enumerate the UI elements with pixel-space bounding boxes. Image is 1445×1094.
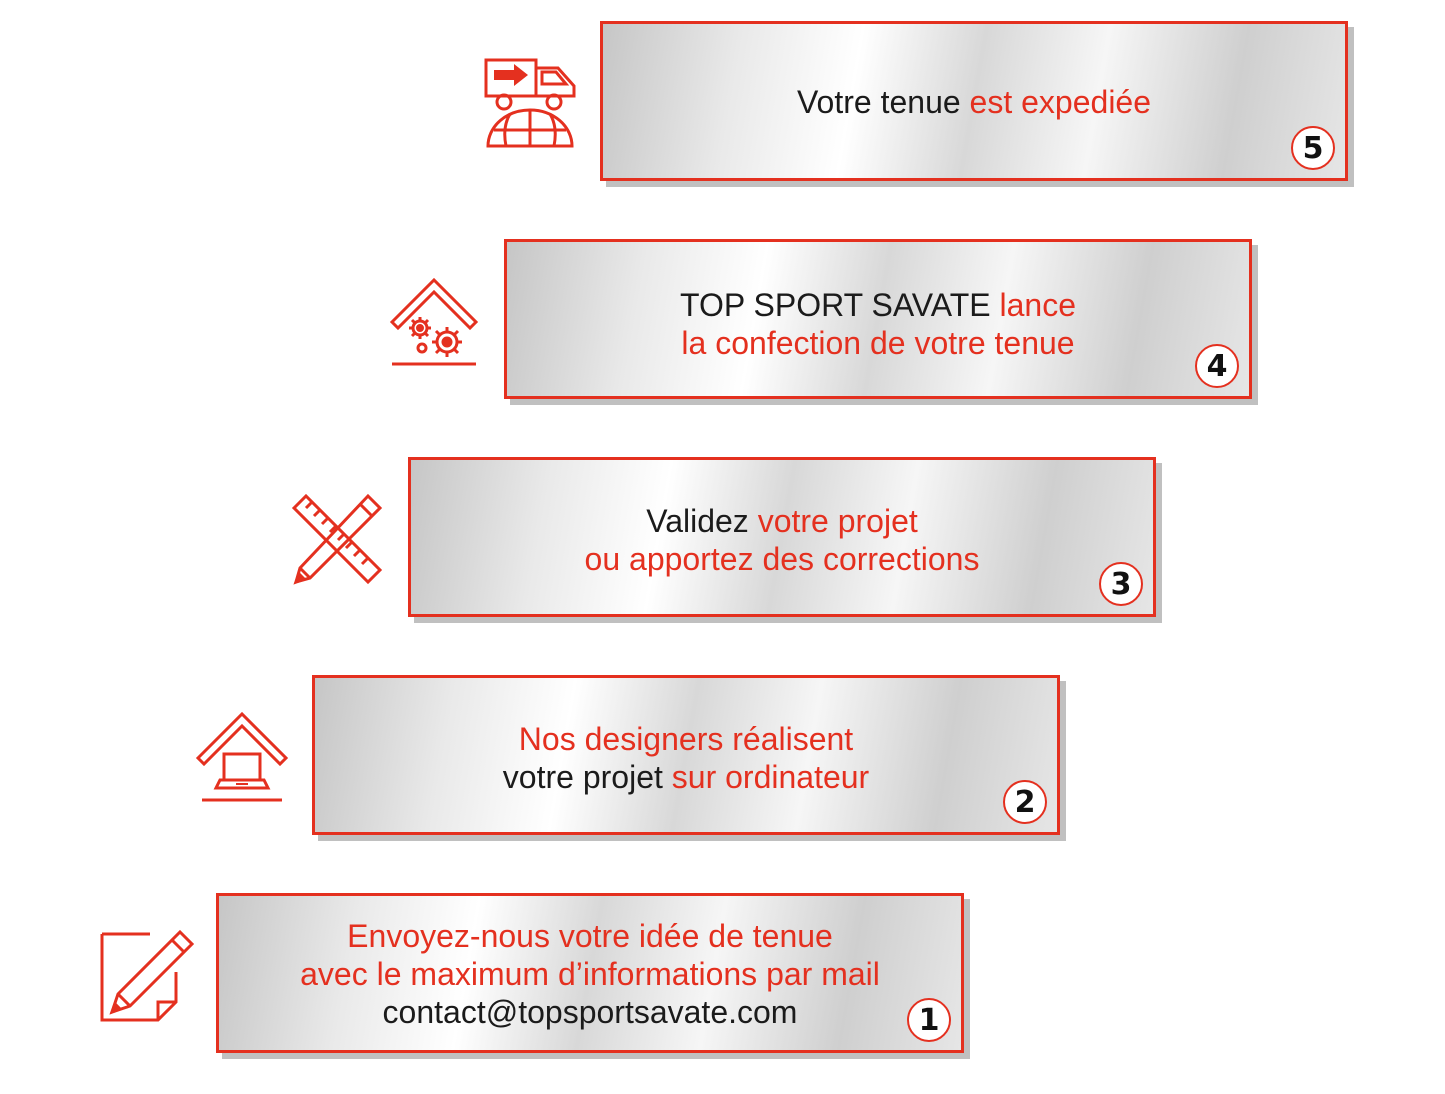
factory-gears-icon <box>389 277 479 366</box>
contact-email: contact@topsportsavate.com <box>382 994 798 1030</box>
step-2-box: Nos designers réalisent votre projet sur… <box>312 675 1060 835</box>
step-4-text: TOP SPORT SAVATE lance la confection de … <box>679 287 1076 361</box>
step-1-text: Envoyez-nous votre idée de tenue avec le… <box>219 917 961 1031</box>
step-2-text: Nos designers réalisent votre projet sur… <box>502 721 870 795</box>
step-5-box: Votre tenue est expediée 5 <box>600 21 1348 181</box>
step-4-number-badge: 4 <box>1195 344 1239 388</box>
step-4-box: TOP SPORT SAVATE lance la confection de … <box>504 239 1252 399</box>
step-3-number-badge: 3 <box>1099 562 1143 606</box>
note-pencil-icon <box>100 929 195 1022</box>
step-5-text: Votre tenue est expediée <box>796 84 1152 120</box>
step-1-number-badge: 1 <box>907 998 951 1042</box>
step-2-number-badge: 2 <box>1003 780 1047 824</box>
step-3-box: Validez votre projet ou apportez des cor… <box>408 457 1156 617</box>
delivery-truck-globe-icon <box>484 58 576 148</box>
step-3-text: Validez votre projet ou apportez des cor… <box>584 503 980 577</box>
step-1-box: Envoyez-nous votre idée de tenue avec le… <box>216 893 964 1053</box>
step-5-number-badge: 5 <box>1291 126 1335 170</box>
pencil-ruler-icon <box>291 493 383 585</box>
laptop-house-icon <box>195 711 289 802</box>
